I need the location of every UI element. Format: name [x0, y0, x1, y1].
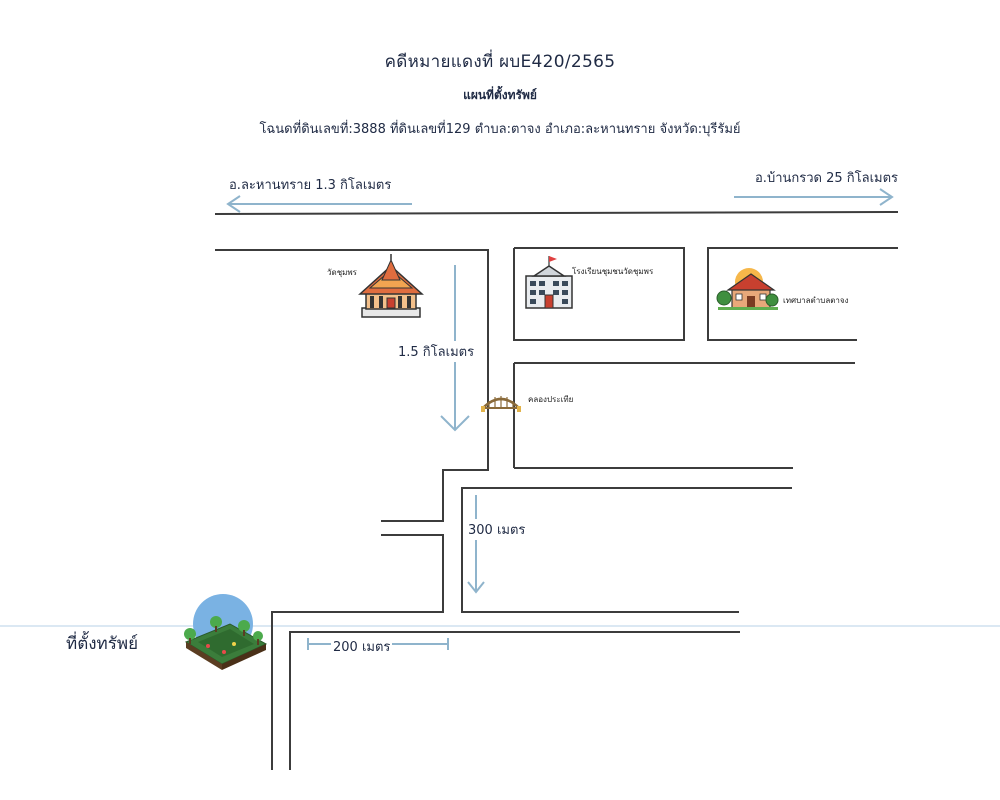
distance-label-200m: 200 เมตร [331, 636, 393, 657]
map-subtitle: แผนที่ตั้งทรัพย์ [463, 88, 537, 102]
school-icon [525, 256, 573, 309]
temple-icon [358, 254, 424, 318]
bridge-icon [481, 396, 521, 412]
school-label: โรงเรียนชุมชนวัดชุมพร [572, 267, 654, 276]
municipality-icon [716, 268, 779, 310]
distance-label-300m: 300 เมตร [466, 519, 528, 540]
direction-label-left: อ.ละหานทราย 1.3 กิโลเมตร [229, 178, 392, 193]
road-edge-b [271, 534, 444, 770]
deed-info-line: โฉนดที่ดินเลขที่:3888 ที่ดินเลขที่129 ตำ… [259, 122, 741, 137]
property-location-label: ที่ตั้งทรัพย์ [66, 634, 139, 654]
property-land-icon [184, 594, 268, 670]
temple-label: วัดชุมพร [327, 268, 357, 277]
road-edge-a [215, 249, 489, 522]
road-edge-f [461, 487, 792, 613]
school-block [513, 247, 685, 341]
down-arrow-head-2 [467, 581, 485, 594]
direction-label-right: อ.บ้านกรวด 25 กิโลเมตร [755, 171, 899, 186]
municipality-label: เทศบาลตำบลตาจง [783, 296, 849, 305]
left-arrow-head [226, 195, 241, 213]
municipality-block [707, 247, 898, 341]
down-arrow-head-1 [440, 415, 470, 432]
road-edge-g [289, 631, 740, 770]
case-title: คดีหมายแดงที่ ผบE420/2565 [384, 52, 616, 72]
right-arrow-head [879, 188, 894, 206]
canal-label: คลองประเทีย [528, 395, 574, 404]
main-road-top-edge [214, 211, 899, 215]
road-network [214, 211, 899, 770]
distance-label-1-5km: 1.5 กิโลเมตร [396, 341, 477, 362]
